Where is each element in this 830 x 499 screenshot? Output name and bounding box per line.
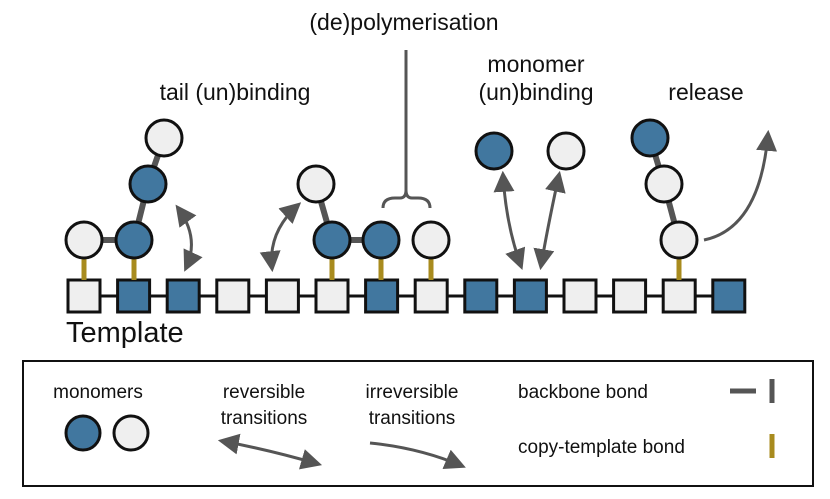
legend-irreversible-arrow-icon <box>369 441 466 470</box>
tail-binding-arrow-2 <box>259 202 302 273</box>
template-square-blue <box>512 278 548 314</box>
monomer-white <box>546 131 586 171</box>
monomer-blue <box>361 220 401 260</box>
monomer-blue <box>474 131 514 171</box>
monomer-binding-label-line2: (un)binding <box>478 79 593 105</box>
monomer-binding-label-line1: monomer <box>487 51 584 77</box>
legend-reversible-line1: reversible <box>223 382 305 403</box>
template-strand <box>66 278 747 314</box>
template-label: Template <box>66 317 184 349</box>
monomer-white <box>64 220 104 260</box>
template-square-white <box>562 278 598 314</box>
monomer-binding-arrow-1 <box>493 170 526 270</box>
template-square-white <box>314 278 350 314</box>
legend-reversible-arrow-icon <box>217 433 323 470</box>
template-square-white <box>661 278 697 314</box>
legend-copy-template-label: copy-template bond <box>518 437 685 458</box>
template-square-white <box>66 278 102 314</box>
legend-box <box>22 360 814 487</box>
monomer-blue <box>312 220 352 260</box>
monomer-blue <box>630 118 670 158</box>
copy-template-bonds <box>81 256 682 280</box>
monomer-white <box>144 118 184 158</box>
template-square-blue <box>463 278 499 314</box>
monomer-binding-arrow-2 <box>533 170 566 271</box>
release-label: release <box>668 79 743 105</box>
legend-backbone-label: backbone bond <box>518 382 648 403</box>
monomers <box>64 118 699 260</box>
monomer-white <box>644 164 684 204</box>
transition-arrows <box>175 129 778 273</box>
depolymerisation-bracket <box>381 50 432 209</box>
legend-blue-monomer-icon <box>64 414 102 452</box>
template-square-blue <box>364 278 400 314</box>
template-square-blue <box>165 278 201 314</box>
legend-monomers-label: monomers <box>53 382 143 403</box>
template-square-blue <box>711 278 747 314</box>
template-square-white <box>215 278 251 314</box>
template-square-white <box>264 278 300 314</box>
release-arrow <box>703 129 778 242</box>
template-square-white <box>612 278 648 314</box>
legend-irreversible-line2: transitions <box>369 408 456 429</box>
tail-binding-label: tail (un)binding <box>160 79 311 105</box>
depolymerisation-label: (de)polymerisation <box>309 9 498 35</box>
monomer-white <box>411 220 451 260</box>
monomer-blue <box>114 220 154 260</box>
template-square-blue <box>116 278 152 314</box>
template-square-white <box>413 278 449 314</box>
monomer-white <box>296 164 336 204</box>
monomer-white <box>659 220 699 260</box>
legend-reversible-line2: transitions <box>221 408 308 429</box>
legend-irreversible-line1: irreversible <box>366 382 459 403</box>
legend-white-monomer-icon <box>112 414 150 452</box>
tail-binding-arrow-1 <box>175 204 203 272</box>
monomer-blue <box>128 164 168 204</box>
